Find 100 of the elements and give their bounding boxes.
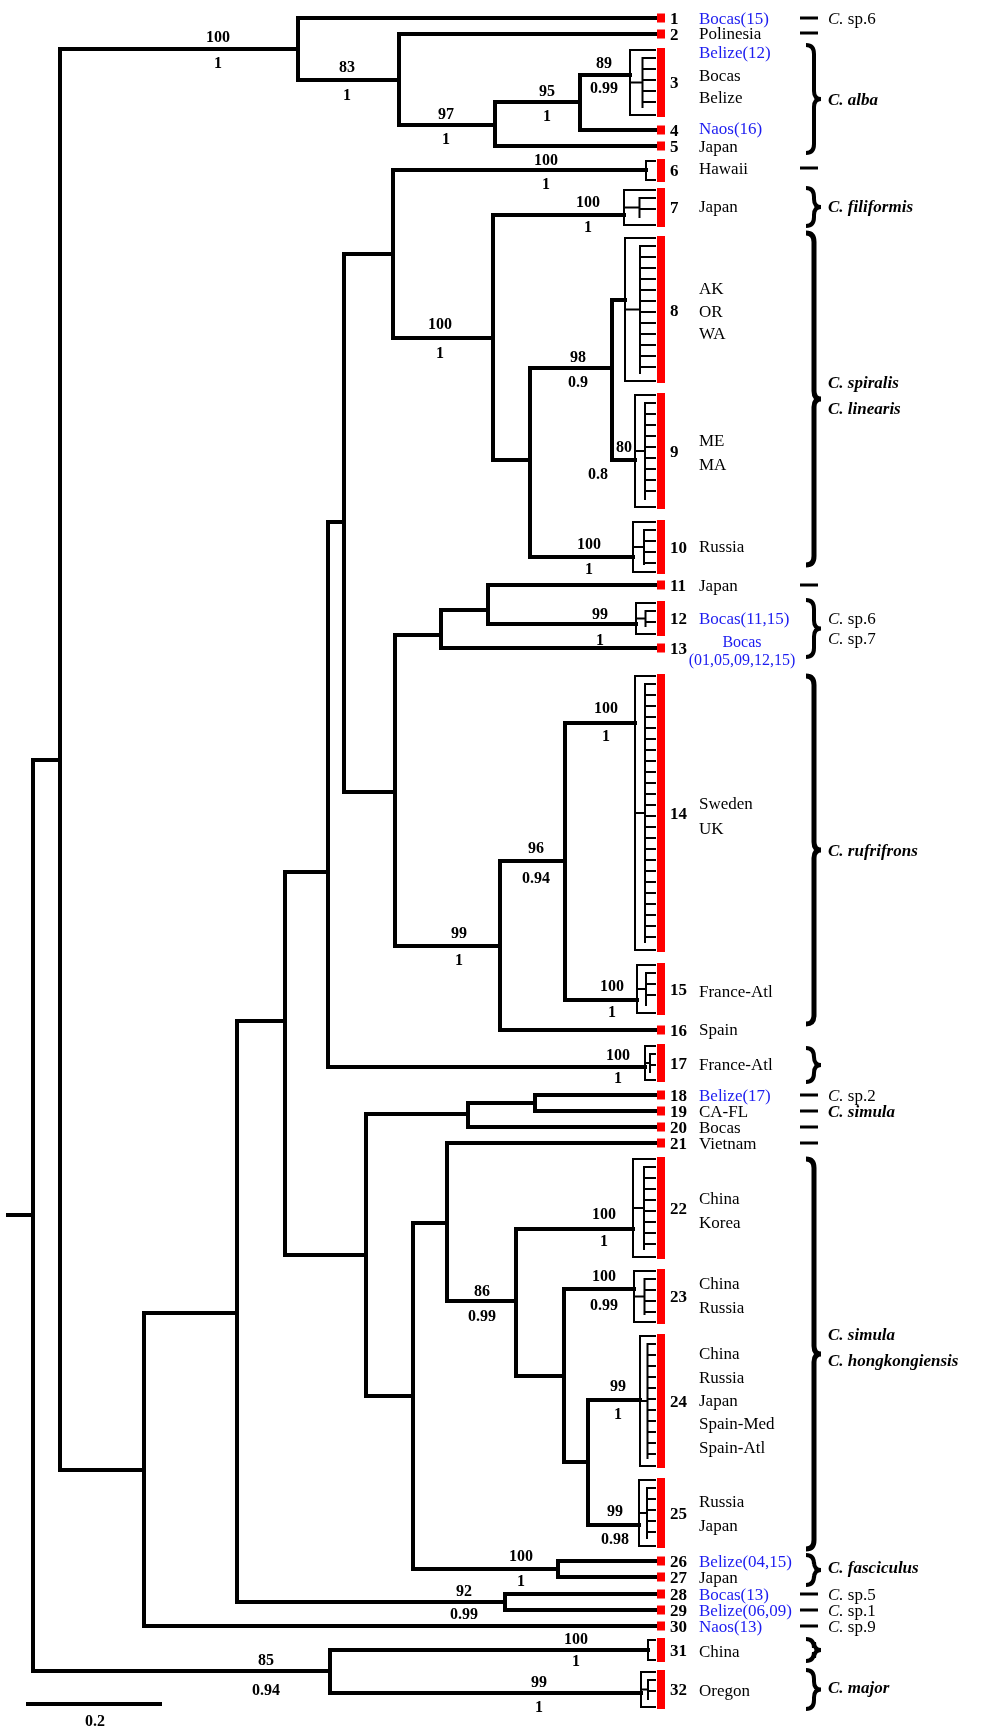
species-label: C. sp.6 (828, 9, 876, 27)
clade-number: 6 (670, 161, 679, 179)
support-value: 83 (339, 59, 355, 75)
support-value: 1 (596, 632, 604, 648)
species-label: C. major (828, 1678, 890, 1696)
support-value: 1 (517, 1573, 525, 1589)
support-value: 89 (596, 55, 612, 71)
support-value: 1 (602, 728, 610, 744)
support-value: 1 (608, 1004, 616, 1020)
scale-value: 0.2 (85, 1713, 105, 1729)
support-value: 99 (610, 1378, 626, 1394)
support-value: 100 (534, 152, 558, 168)
locality-label: Sweden (699, 794, 753, 812)
support-value: 99 (607, 1503, 623, 1519)
clade-number: 14 (670, 804, 687, 822)
support-value: 1 (584, 219, 592, 235)
support-value: 100 (606, 1047, 630, 1063)
locality-label: Bocas(13) (699, 1585, 769, 1603)
locality-label: Russia (699, 537, 745, 555)
support-value: 99 (531, 1674, 547, 1690)
locality-label: Korea (699, 1213, 741, 1231)
clade-number: 24 (670, 1392, 687, 1410)
support-value: 100 (576, 194, 600, 210)
locality-label: OR (699, 302, 723, 320)
support-value: 100 (600, 978, 624, 994)
clade-number: 8 (670, 301, 679, 319)
support-value: 1 (614, 1406, 622, 1422)
clade-number: 4 (670, 121, 679, 139)
locality-label: Hawaii (699, 159, 749, 177)
species-label: C. spiralis (828, 373, 899, 391)
locality-label: China (699, 1189, 740, 1207)
species-label: C. sp.6 (828, 609, 876, 627)
support-value: 0.99 (468, 1308, 496, 1324)
clade-number: 3 (670, 73, 679, 91)
clade-number: 21 (670, 1134, 687, 1152)
support-value: 80 (616, 439, 632, 455)
species-label: C. rufrifrons (828, 841, 918, 859)
locality-label: Bocas (01,05,09,12,15) (687, 633, 797, 669)
locality-label: Japan (699, 576, 738, 594)
species-label: C. sp.2 (828, 1086, 876, 1104)
clade-number: 27 (670, 1568, 687, 1586)
support-value: 100 (577, 536, 601, 552)
species-label: C. filiformis (828, 197, 913, 215)
locality-label: CA-FL (699, 1102, 749, 1120)
support-value: 99 (592, 606, 608, 622)
support-value: 0.9 (568, 374, 588, 390)
support-value: 100 (564, 1631, 588, 1647)
support-value: 99 (451, 925, 467, 941)
species-label: C. hongkongiensis (828, 1351, 959, 1369)
locality-label: Vietnam (699, 1134, 757, 1152)
support-value: 1 (614, 1070, 622, 1086)
support-value: 0.99 (450, 1606, 478, 1622)
support-value: 1 (436, 345, 444, 361)
support-value: 100 (206, 29, 230, 45)
support-value: 1 (572, 1653, 580, 1669)
species-label: C. linearis (828, 399, 901, 417)
species-label: C. sp.5 (828, 1585, 876, 1603)
support-value: 92 (456, 1583, 472, 1599)
clade-number: 1 (670, 9, 679, 27)
support-value: 0.8 (588, 466, 608, 482)
support-value: 86 (474, 1283, 490, 1299)
locality-label: France-Atl (699, 1055, 773, 1073)
clade-number: 11 (670, 576, 687, 594)
locality-label: Bocas(11,15) (699, 609, 790, 627)
support-value: 0.98 (601, 1531, 629, 1547)
locality-label: China (699, 1274, 740, 1292)
locality-label: Bocas(15) (699, 9, 769, 27)
clade-number: 30 (670, 1617, 687, 1635)
locality-label: Japan (699, 197, 738, 215)
clade-number: 7 (670, 198, 679, 216)
clade-number: 20 (670, 1118, 687, 1136)
support-value: 0.99 (590, 1297, 618, 1313)
locality-label: ME (699, 431, 725, 449)
support-value: 0.94 (252, 1682, 280, 1698)
clade-number: 26 (670, 1552, 687, 1570)
locality-label: Japan (699, 137, 738, 155)
locality-label: France-Atl (699, 982, 773, 1000)
support-value: 98 (570, 349, 586, 365)
support-value: 1 (455, 952, 463, 968)
locality-label: Japan (699, 1516, 738, 1534)
clade-number: 13 (670, 639, 687, 657)
locality-label: Belize(17) (699, 1086, 771, 1104)
support-value: 100 (594, 700, 618, 716)
support-value: 85 (258, 1652, 274, 1668)
locality-label: WA (699, 324, 726, 342)
locality-label: Spain-Med (699, 1414, 775, 1432)
support-value: 0.94 (522, 870, 550, 886)
support-value: 1 (535, 1699, 543, 1715)
locality-label: Japan (699, 1391, 738, 1409)
support-value: 100 (509, 1548, 533, 1564)
support-value: 100 (592, 1268, 616, 1284)
clade-number: 5 (670, 137, 679, 155)
locality-label: Belize(04,15) (699, 1552, 792, 1570)
locality-label: Naos(16) (699, 119, 763, 137)
locality-label: Japan (699, 1568, 738, 1586)
locality-label: MA (699, 455, 727, 473)
clade-number: 19 (670, 1102, 687, 1120)
locality-label: Spain (699, 1020, 738, 1038)
support-value: 100 (592, 1206, 616, 1222)
species-label: C. alba (828, 90, 879, 108)
